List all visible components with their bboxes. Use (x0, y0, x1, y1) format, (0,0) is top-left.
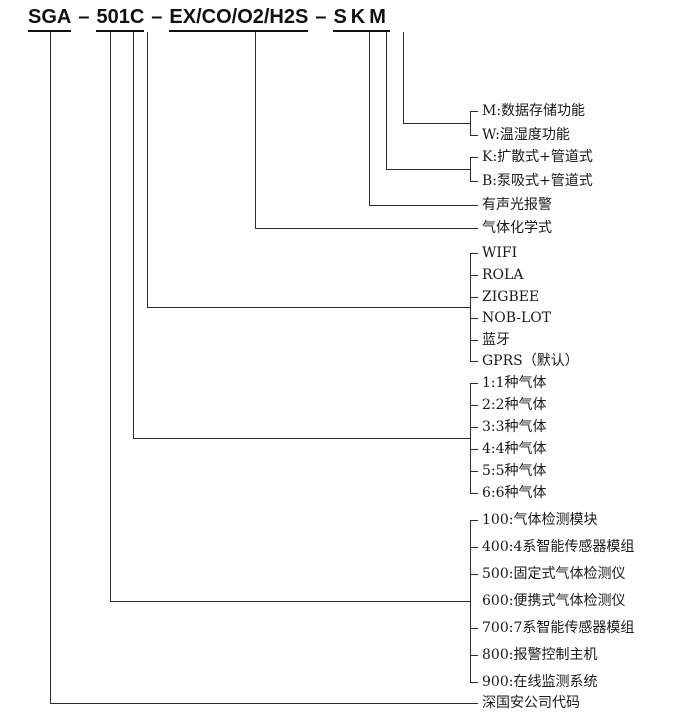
tree-line-alarm (369, 32, 370, 205)
connector-series (110, 601, 470, 602)
bracket-tick (470, 682, 478, 683)
label-gas-count-2: 2:2种气体 (482, 397, 547, 413)
tree-line-storage (403, 32, 404, 123)
label-comm-rola: ROLA (482, 267, 524, 283)
bracket-gas-count (470, 383, 471, 493)
bracket-tick (470, 655, 478, 656)
label-gas-count-3: 3:3种气体 (482, 419, 547, 435)
bracket-tick (470, 449, 478, 450)
model-code: SGA – 501C – EX/CO/O2/H2S – SKM (28, 6, 390, 32)
bracket-tick (470, 547, 478, 548)
label-comm-gprs: GPRS（默认） (482, 353, 579, 369)
model-code-series: 501C (96, 6, 145, 32)
label-series-800: 800:报警控制主机 (482, 647, 598, 663)
dash-separator: – (315, 6, 327, 28)
bracket-tick (470, 427, 478, 428)
tree-line-gas-count (133, 32, 134, 438)
bracket-tick (470, 628, 478, 629)
bracket-tick (470, 574, 478, 575)
connector-alarm (369, 205, 478, 206)
bracket-tick (470, 318, 478, 319)
bracket-tick (470, 297, 478, 298)
label-sampling-b: B:泵吸式+管道式 (482, 173, 593, 189)
label-gas-count-5: 5:5种气体 (482, 463, 547, 479)
label-gas-count-6: 6:6种气体 (482, 485, 547, 501)
bracket-tick (470, 275, 478, 276)
connector-company (50, 703, 478, 704)
model-code-gas-formula: EX/CO/O2/H2S (169, 6, 309, 32)
bracket-comm (470, 253, 471, 361)
connector-gas-formula (255, 228, 478, 229)
label-gas-formula: 气体化学式 (482, 220, 552, 236)
label-series-100: 100:气体检测模块 (482, 512, 598, 528)
bracket-tick (470, 253, 478, 254)
label-gas-count-4: 4:4种气体 (482, 441, 547, 457)
label-comm-bluetooth: 蓝牙 (482, 332, 510, 348)
bracket-series (470, 520, 471, 682)
bracket-tick (470, 493, 478, 494)
bracket-tick (470, 157, 478, 158)
label-comm-zigbee: ZIGBEE (482, 289, 540, 305)
bracket-tick (470, 135, 478, 136)
dash-separator: – (78, 6, 90, 28)
connector-gas-count (133, 438, 470, 439)
label-comm-noblot: NOB-LOT (482, 310, 552, 326)
tree-line-company (50, 32, 51, 703)
bracket-tick (470, 340, 478, 341)
model-code-company: SGA (28, 6, 72, 32)
tree-line-gas-formula (255, 32, 256, 228)
bracket-tick (470, 405, 478, 406)
connector-storage (403, 123, 470, 124)
label-series-900: 900:在线监测系统 (482, 674, 598, 690)
bracket-tick (470, 471, 478, 472)
bracket-tick (470, 520, 478, 521)
bracket-tick (470, 361, 478, 362)
connector-comm (147, 307, 470, 308)
label-series-600: 600:便携式气体检测仪 (482, 593, 626, 609)
label-series-500: 500:固定式气体检测仪 (482, 566, 626, 582)
dash-separator: – (151, 6, 163, 28)
connector-sampling (386, 169, 470, 170)
bracket-sampling (470, 157, 471, 181)
model-code-options: SKM (333, 6, 390, 32)
label-storage-m: M:数据存储功能 (482, 103, 586, 119)
label-sampling-k: K:扩散式+管道式 (482, 149, 593, 165)
label-storage-w: W:温湿度功能 (482, 127, 570, 143)
bracket-tick (470, 111, 478, 112)
label-comm-wifi: WIFI (482, 245, 518, 261)
bracket-storage (470, 111, 471, 135)
tree-line-series (110, 32, 111, 601)
label-gas-count-1: 1:1种气体 (482, 375, 547, 391)
bracket-tick (470, 181, 478, 182)
tree-line-sampling (386, 32, 387, 169)
label-company-code: 深国安公司代码 (482, 695, 580, 711)
label-alarm: 有声光报警 (482, 197, 552, 213)
bracket-tick (470, 383, 478, 384)
label-series-400: 400:4系智能传感器模组 (482, 539, 635, 555)
tree-line-comm (147, 32, 148, 307)
label-series-700: 700:7系智能传感器模组 (482, 620, 635, 636)
